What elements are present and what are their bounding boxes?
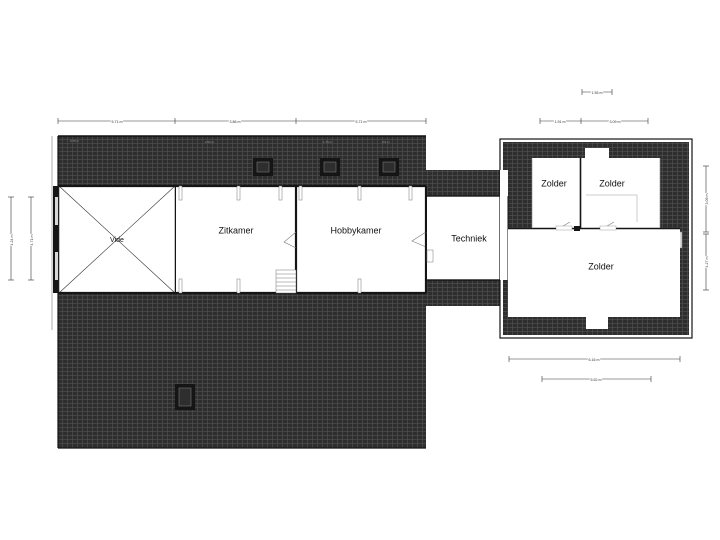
roof-label-1: 0.75 m <box>70 139 80 143</box>
dim-label-annex-bottom-inner: 5.52 m <box>591 378 602 382</box>
window-left-2 <box>55 252 58 280</box>
label-zolder-right: Zolder <box>599 178 625 188</box>
label-hobbykamer: Hobbykamer <box>330 225 381 235</box>
room-zolder-right <box>581 158 660 228</box>
roof-label-4: 0.9 m <box>382 140 390 144</box>
main-roof <box>57 135 502 449</box>
dim-label-annex-bottom-outer: 6.16 m <box>589 358 600 362</box>
label-vide: Vide <box>110 237 124 244</box>
roof-label-3: 1.75 m <box>323 140 333 144</box>
roof-label-2: 2.00 m <box>205 140 215 144</box>
dim-label-top-2: 3.86 m <box>230 120 241 124</box>
dim-label-annex-1: 1.91 m <box>555 120 566 124</box>
dimension-lines <box>8 89 709 382</box>
left-facade <box>51 136 59 330</box>
doors-annex <box>555 221 617 231</box>
staircase <box>275 269 297 294</box>
dim-label-top-1: 5.71 m <box>112 120 123 124</box>
dim-label-left-inner: 4.71 m <box>30 235 34 246</box>
dim-label-annex-right-inner: 4.27 m <box>705 257 709 268</box>
label-zolder-left: Zolder <box>541 178 567 188</box>
room-vide <box>58 185 176 294</box>
dim-label-top-3: 5.71 m <box>356 120 367 124</box>
skylights <box>175 158 399 410</box>
knee-wall-posts <box>178 185 413 294</box>
label-zolder-main: Zolder <box>588 261 614 271</box>
dim-label-annex-top: 1.55 m <box>592 91 603 95</box>
room-hobbykamer <box>296 186 426 293</box>
dim-label-left-outer: 4.24 m <box>10 235 14 246</box>
annex-walls <box>508 158 680 230</box>
label-techniek: Techniek <box>451 233 487 243</box>
room-zolder-left <box>532 158 580 228</box>
annex-rooms <box>508 148 683 329</box>
label-zitkamer: Zitkamer <box>218 225 253 235</box>
window-left-1 <box>55 197 58 225</box>
dim-label-annex-2: 3.09 m <box>610 120 621 124</box>
dim-label-annex-right-outer: 3.09 m <box>705 194 709 205</box>
boiler <box>426 249 434 263</box>
room-techniek <box>425 195 517 281</box>
